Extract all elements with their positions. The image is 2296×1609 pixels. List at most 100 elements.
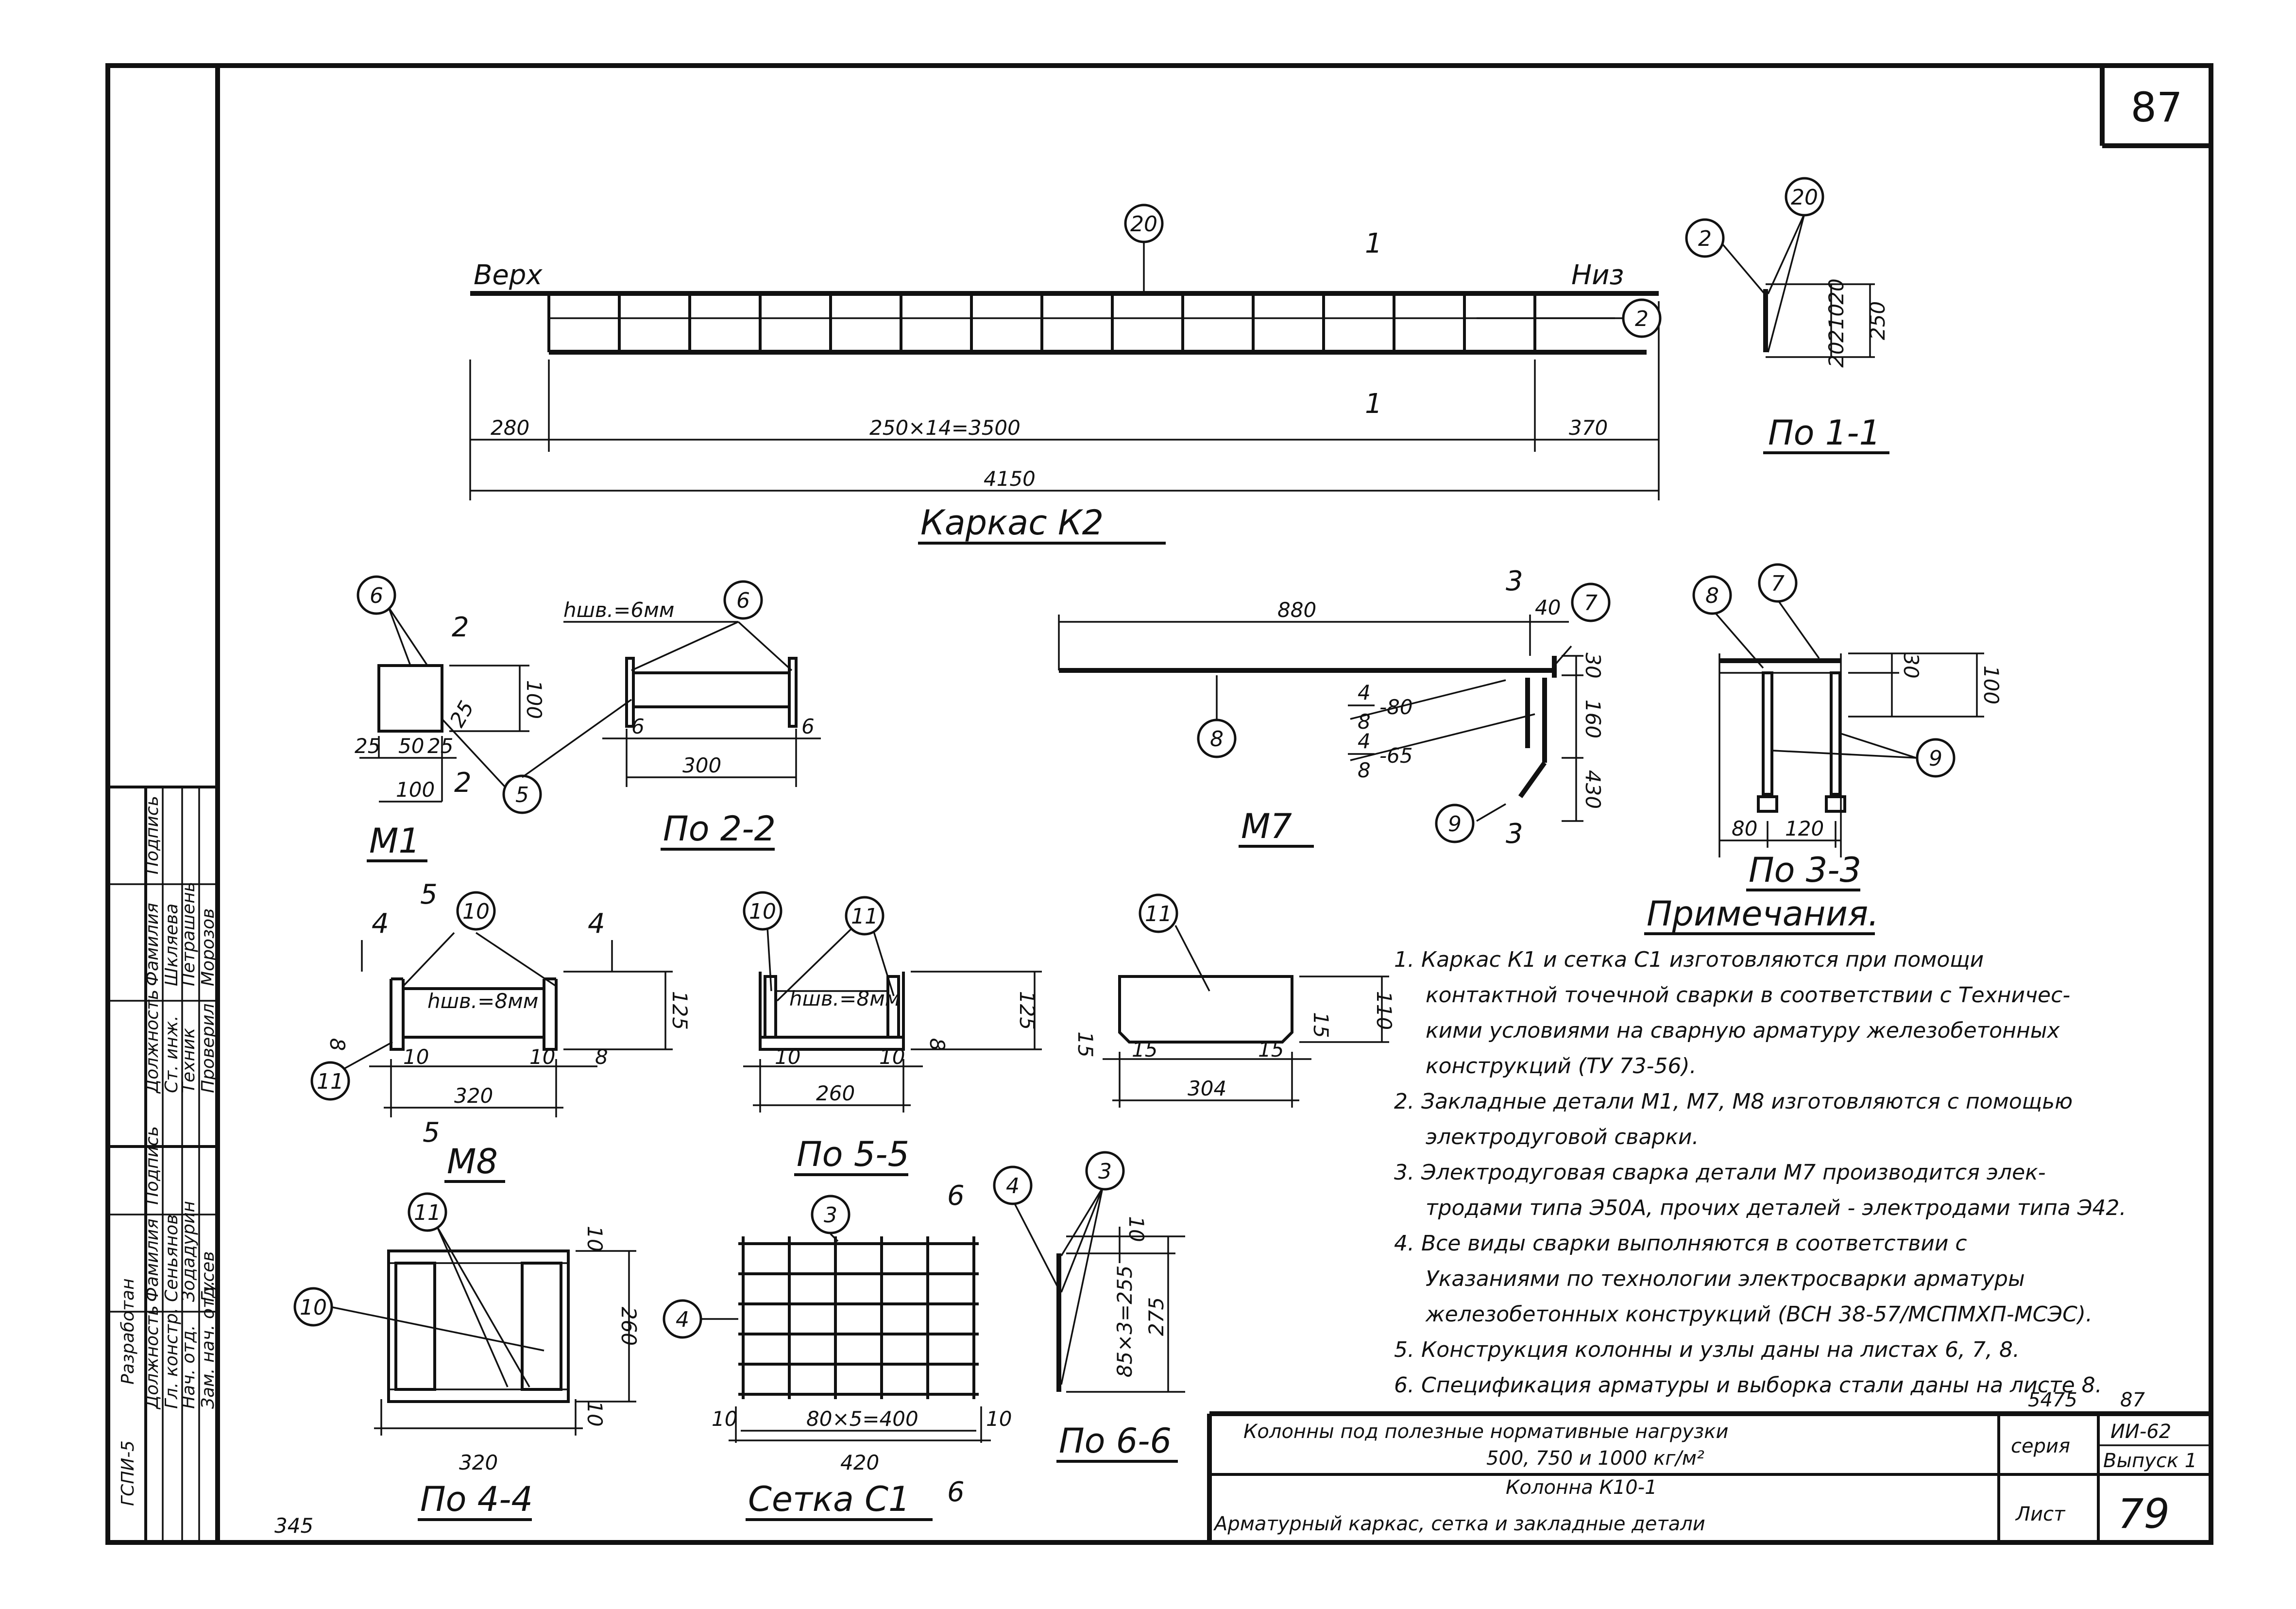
side-row-name: Петрашень <box>179 882 199 986</box>
svg-text:20: 20 <box>1791 185 1818 210</box>
svg-text:4: 4 <box>1358 681 1371 704</box>
carcass-dim-left: 280 <box>491 416 529 440</box>
position-marker: 7 <box>1758 563 1798 603</box>
svg-text:6: 6 <box>370 583 383 608</box>
m8-dim: 10 <box>529 1045 555 1069</box>
m8-weld-note: hшв.=8мм <box>427 989 538 1013</box>
carcass-dim-middle: 250×14=3500 <box>869 416 1020 440</box>
detail-11-dim: 15 <box>1073 1031 1097 1057</box>
m8-dim: 320 <box>454 1084 493 1108</box>
section-3-3-dim: 100 <box>1979 666 2003 704</box>
svg-text:10: 10 <box>462 899 490 924</box>
position-marker: 20 <box>1785 177 1824 217</box>
m8-section-mark: 4 <box>588 908 605 940</box>
misc-mark: 345 <box>274 1514 313 1538</box>
side-row-name: Морозов <box>198 908 218 986</box>
position-marker: 9 <box>1916 738 1956 778</box>
note-line: 1. Каркас К1 и сетка С1 изготовляются пр… <box>1394 947 1984 972</box>
position-marker: 8 <box>1197 719 1237 758</box>
section-5-5-dim: 260 <box>816 1081 855 1105</box>
detail-11-dim: 15 <box>1132 1038 1157 1061</box>
position-marker: 20 <box>1124 204 1164 243</box>
section-5-5-dim: 10 <box>775 1045 800 1069</box>
note-line: 4. Все виды сварки выполняются в соответ… <box>1394 1231 1967 1256</box>
detail-11-dim: 15 <box>1309 1012 1333 1038</box>
stamp-issue-value: Выпуск 1 <box>2103 1450 2197 1472</box>
side-row-name: Шкляева <box>162 904 182 986</box>
m7-section-mark: 3 <box>1506 818 1523 850</box>
stamp-series-label: серия <box>2011 1435 2070 1457</box>
note-line: контактной точечной сварки в соответстви… <box>1426 983 2070 1008</box>
section-1-1-title: По 1-1 <box>1768 413 1881 453</box>
mesh-c1-title: Сетка С1 <box>748 1479 910 1519</box>
mesh-dim: 10 <box>986 1407 1012 1431</box>
m1-dim: 100 <box>396 778 435 802</box>
section-2-2-dim: 6 <box>631 715 645 738</box>
section-1-1-dim: 210 <box>1824 304 1848 342</box>
side-row-name: Гусев <box>198 1251 218 1302</box>
svg-text:10: 10 <box>300 1295 327 1320</box>
svg-text:10: 10 <box>749 899 776 924</box>
side-col-post: Должность <box>142 1305 162 1410</box>
stamp-line-3: Колонна К10-1 <box>1506 1476 1657 1499</box>
side-col-name: Фамилия <box>142 903 162 986</box>
mesh-dim: 10 <box>712 1407 737 1431</box>
svg-text:9: 9 <box>1448 812 1462 837</box>
svg-text:8: 8 <box>1358 710 1371 734</box>
section-2-2-dim: 6 <box>801 715 815 738</box>
mesh-dim: 80×5=400 <box>806 1407 918 1431</box>
section-4-4-drawing <box>330 1226 636 1436</box>
svg-text:11: 11 <box>414 1200 441 1225</box>
mesh-c1-grid <box>699 1233 991 1443</box>
position-marker: 10 <box>743 891 782 931</box>
carcass-dim-right: 370 <box>1569 416 1608 440</box>
section-2-2-title: По 2-2 <box>663 809 776 849</box>
section-4-4-dim: 320 <box>459 1451 498 1474</box>
position-marker: 10 <box>293 1287 333 1327</box>
m8-section-mark: 5 <box>423 1117 440 1148</box>
note-line: 5. Конструкция колонны и узлы даны на ли… <box>1394 1337 2020 1362</box>
m7-dim: 30 <box>1581 652 1605 678</box>
section-2-2-dim: 300 <box>682 753 721 777</box>
carcass-bottom-label: Низ <box>1571 259 1624 291</box>
m8-dim: 8 <box>325 1038 349 1051</box>
m8-dim: 125 <box>668 991 692 1030</box>
position-marker: 4 <box>993 1165 1033 1205</box>
stamp-line-2: 500, 750 и 1000 кг/м² <box>1486 1447 1704 1470</box>
section-6-6-dim: 85×3=255 <box>1113 1266 1137 1378</box>
svg-text:2: 2 <box>1635 307 1649 331</box>
position-marker: 4 <box>663 1299 702 1339</box>
side-row-post: Зам. нач. отд. <box>198 1281 218 1409</box>
section-1-1-dim: 250 <box>1866 301 1889 340</box>
svg-text:11: 11 <box>1145 902 1172 926</box>
stamp-line-1: Колонны под полезные нормативные нагрузк… <box>1243 1421 1728 1443</box>
detail-m8-title: М8 <box>447 1142 498 1181</box>
svg-text:4: 4 <box>676 1307 689 1332</box>
position-marker: 2 <box>1622 298 1662 338</box>
note-line: Указаниями по технологии электросварки а… <box>1426 1267 2025 1291</box>
carcass-section-mark-top: 1 <box>1365 228 1382 259</box>
section-3-3-dim: 80 <box>1732 817 1757 840</box>
section-2-2-drawing <box>521 621 821 787</box>
section-3-3-dim: 30 <box>1899 652 1923 678</box>
position-marker: 2 <box>1685 218 1725 258</box>
side-row-post: Ст. инж. <box>162 1015 182 1093</box>
svg-text:9: 9 <box>1929 746 1942 771</box>
m1-section-mark: 2 <box>452 612 469 643</box>
carcass-k2-title: Каркас К2 <box>920 503 1104 543</box>
m7-dim: 40 <box>1535 596 1561 619</box>
svg-text:3: 3 <box>1098 1159 1112 1184</box>
section-3-3-title: По 3-3 <box>1749 850 1861 890</box>
svg-text:8: 8 <box>1358 758 1371 782</box>
m8-section-mark: 5 <box>420 879 438 910</box>
title-block-frame <box>1207 1411 2211 1542</box>
stamp-sheet-value: 79 <box>2118 1490 2170 1538</box>
svg-text:4: 4 <box>1006 1174 1020 1198</box>
svg-text:8: 8 <box>1210 727 1224 752</box>
side-col-sign: Подпись <box>142 1126 162 1205</box>
m7-dim: 160 <box>1581 700 1605 738</box>
section-5-5-dim: 125 <box>1015 991 1039 1030</box>
svg-text:7: 7 <box>1771 571 1785 596</box>
svg-text:2: 2 <box>1698 226 1712 251</box>
